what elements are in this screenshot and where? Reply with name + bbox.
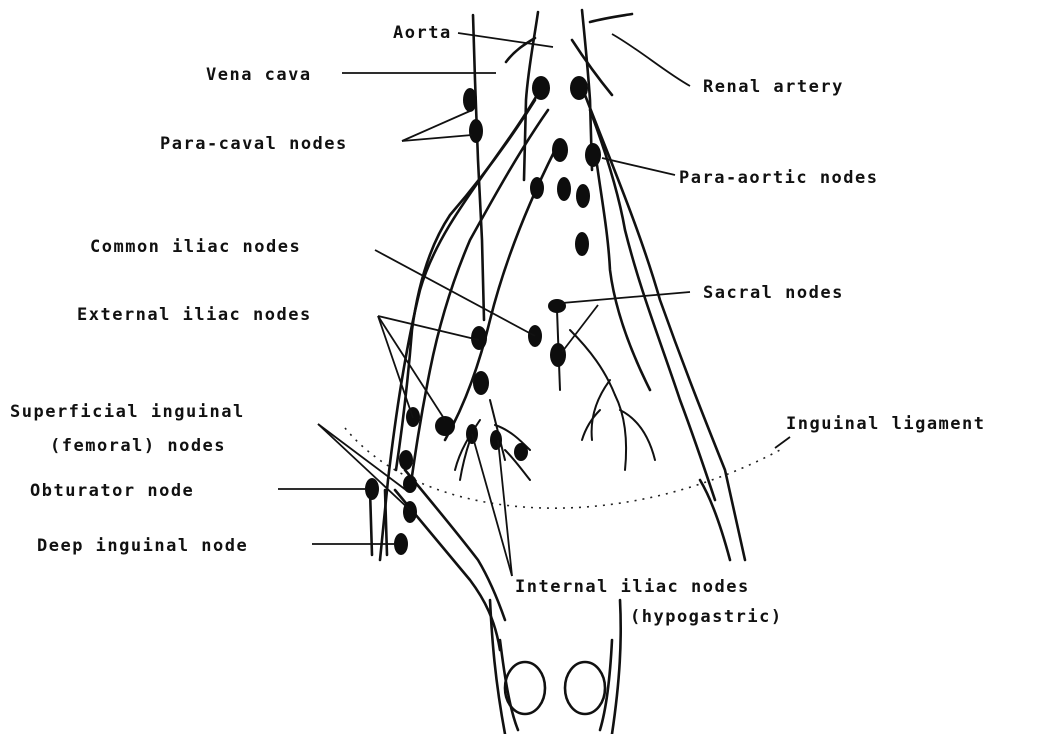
para-aortic-node-1 (532, 76, 550, 100)
renal-artery-leader (612, 34, 690, 86)
external-iliac-leader-3 (378, 316, 479, 340)
label-para-caval-nodes: Para-caval nodes (160, 134, 348, 154)
sacral-leader-2 (562, 305, 598, 352)
para-aortic-node-8 (575, 232, 589, 256)
para-aortic-node-6 (557, 177, 571, 201)
label-internal-iliac-nodes-line1: Internal iliac nodes (515, 577, 750, 597)
labels: Aorta Vena cava Renal artery Para-caval … (10, 23, 986, 627)
sacral-leader-1 (562, 292, 690, 303)
label-superficial-inguinal-line2: (femoral) nodes (50, 436, 226, 456)
label-superficial-inguinal-line1: Superficial inguinal (10, 402, 245, 422)
para-aortic-node-3 (552, 138, 568, 162)
label-sacral-nodes: Sacral nodes (703, 283, 844, 303)
right-orifice (565, 662, 605, 714)
internal-iliac-node-3 (514, 443, 528, 461)
internal-iliac-leader-1 (472, 434, 512, 576)
label-internal-iliac-nodes-line2: (hypogastric) (630, 607, 783, 627)
sacral-node-1 (548, 299, 566, 313)
label-aorta: Aorta (393, 23, 452, 43)
internal-iliac-node-2 (490, 430, 502, 450)
pelvic-outline-right (612, 600, 621, 734)
aorta-leader (458, 33, 553, 47)
para-aortic-node-5 (530, 177, 544, 199)
label-renal-artery: Renal artery (703, 77, 844, 97)
label-external-iliac-nodes: External iliac nodes (77, 305, 312, 325)
right-lower-vessel (700, 480, 730, 560)
pelvic-outline (490, 600, 621, 734)
deep-inguinal-node-dot (394, 533, 408, 555)
label-vena-cava: Vena cava (206, 65, 312, 85)
common-iliac-leader (375, 250, 535, 336)
inguinal-chain-2 (405, 470, 505, 620)
vena-cava-vessel (473, 15, 484, 320)
para-aortic-node-4 (585, 143, 601, 167)
para-caval-node-1 (463, 88, 477, 112)
sacral-node-2 (550, 343, 566, 367)
right-iliac-wavy-2 (595, 150, 650, 390)
external-iliac-node-2 (473, 371, 489, 395)
renal-artery-vessel (590, 14, 632, 22)
left-branch-trunk (490, 400, 505, 460)
label-deep-inguinal-node: Deep inguinal node (37, 536, 248, 556)
para-aortic-node-7 (576, 184, 590, 208)
label-obturator-node: Obturator node (30, 481, 194, 501)
right-branch-trunk (570, 330, 615, 395)
label-inguinal-ligament: Inguinal ligament (786, 414, 986, 434)
inguinal-ligament-leader (775, 437, 790, 448)
left-orifice (505, 662, 545, 714)
right-branch-b (615, 395, 626, 470)
superficial-inguinal-node-1 (399, 450, 413, 470)
para-aortic-node-2 (570, 76, 588, 100)
label-common-iliac-nodes: Common iliac nodes (90, 237, 301, 257)
para-caval-node-2 (469, 119, 483, 143)
obturator-node-dot (365, 478, 379, 500)
label-para-aortic-nodes: Para-aortic nodes (679, 168, 879, 188)
